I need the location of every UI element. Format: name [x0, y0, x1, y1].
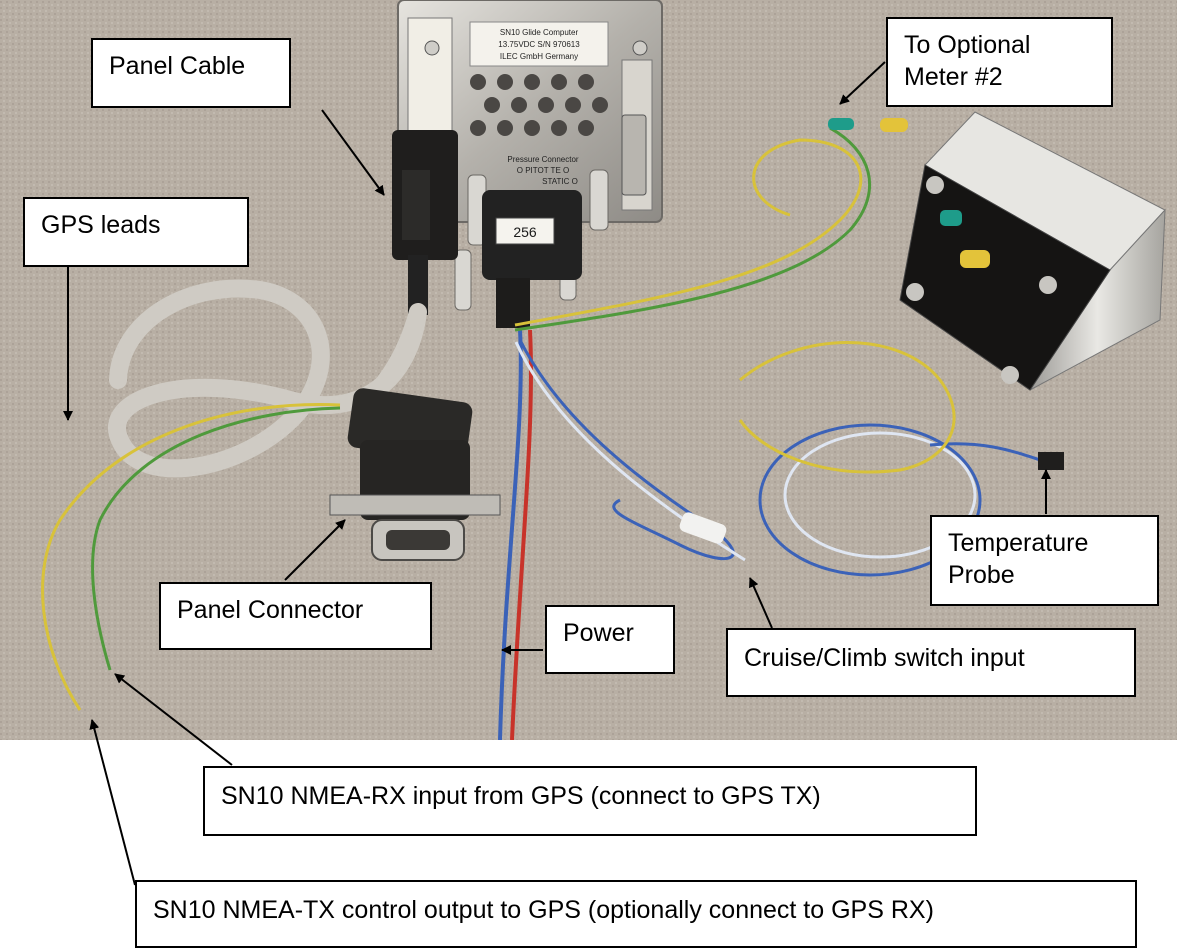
callout-optional-meter-line2: Meter #2	[904, 63, 1003, 91]
device-spec-text: 13.75VDC S/N 970613	[498, 40, 580, 49]
meter-lead-yellow	[514, 138, 863, 327]
callout-nmea-rx-text: SN10 NMEA-RX input from GPS (connect to …	[221, 782, 821, 810]
callout-panel-cable: Panel Cable	[91, 38, 291, 108]
loop-yellow	[738, 341, 956, 474]
yellow-plug	[880, 118, 908, 132]
heat-shrink	[679, 512, 727, 544]
callout-nmea-tx: SN10 NMEA-TX control output to GPS (opti…	[135, 880, 1137, 948]
callout-cruise-climb: Cruise/Climb switch input	[726, 628, 1136, 697]
panel-connector-body	[329, 388, 501, 561]
pressure-ports-text: O PITOT TE O	[517, 166, 569, 175]
probe-tip	[1038, 452, 1064, 470]
callout-gps-leads: GPS leads	[23, 197, 249, 267]
callout-cruise-climb-text: Cruise/Climb switch input	[744, 644, 1025, 672]
device-model-text: SN10 Glide Computer	[500, 28, 579, 37]
gps-lead-yellow	[41, 403, 341, 711]
callout-panel-connector-text: Panel Connector	[177, 596, 364, 624]
switch-wire-blue	[518, 339, 735, 561]
callout-temperature-probe: Temperature Probe	[930, 515, 1159, 606]
connector-tag-text: 256	[513, 224, 537, 240]
optional-meter-box	[899, 111, 1166, 391]
callout-gps-leads-text: GPS leads	[41, 211, 161, 239]
probe-loop-blue	[758, 423, 982, 577]
callout-temperature-probe-line2: Probe	[948, 561, 1015, 589]
callout-panel-cable-text: Panel Cable	[109, 52, 246, 80]
callout-nmea-rx: SN10 NMEA-RX input from GPS (connect to …	[203, 766, 977, 836]
static-port-text: STATIC O	[542, 177, 578, 186]
sensor-connector: 256	[482, 190, 582, 328]
vent-holes	[470, 74, 608, 136]
sn10-computer-unit: SN10 Glide Computer 13.75VDC S/N 970613 …	[397, 0, 663, 223]
callout-optional-meter-line1: To Optional	[904, 31, 1031, 59]
device-maker-text: ILEC GmbH Germany	[500, 52, 578, 61]
callout-panel-connector: Panel Connector	[159, 582, 432, 650]
callout-optional-meter: To Optional Meter #2	[886, 17, 1113, 107]
callout-nmea-tx-text: SN10 NMEA-TX control output to GPS (opti…	[153, 896, 934, 924]
gps-lead-green	[91, 406, 341, 671]
callout-temperature-probe-line1: Temperature	[948, 529, 1089, 557]
meter-lead-green	[514, 126, 872, 332]
power-wire-blue	[498, 329, 523, 740]
callout-power-text: Power	[563, 619, 634, 647]
panel-cable-plug	[392, 130, 458, 315]
pressure-header-text: Pressure Connector	[507, 155, 578, 164]
callout-power: Power	[545, 605, 675, 674]
arrow-nmea-tx	[89, 719, 136, 886]
green-plug	[828, 118, 854, 130]
probe-loop-white	[783, 431, 977, 559]
